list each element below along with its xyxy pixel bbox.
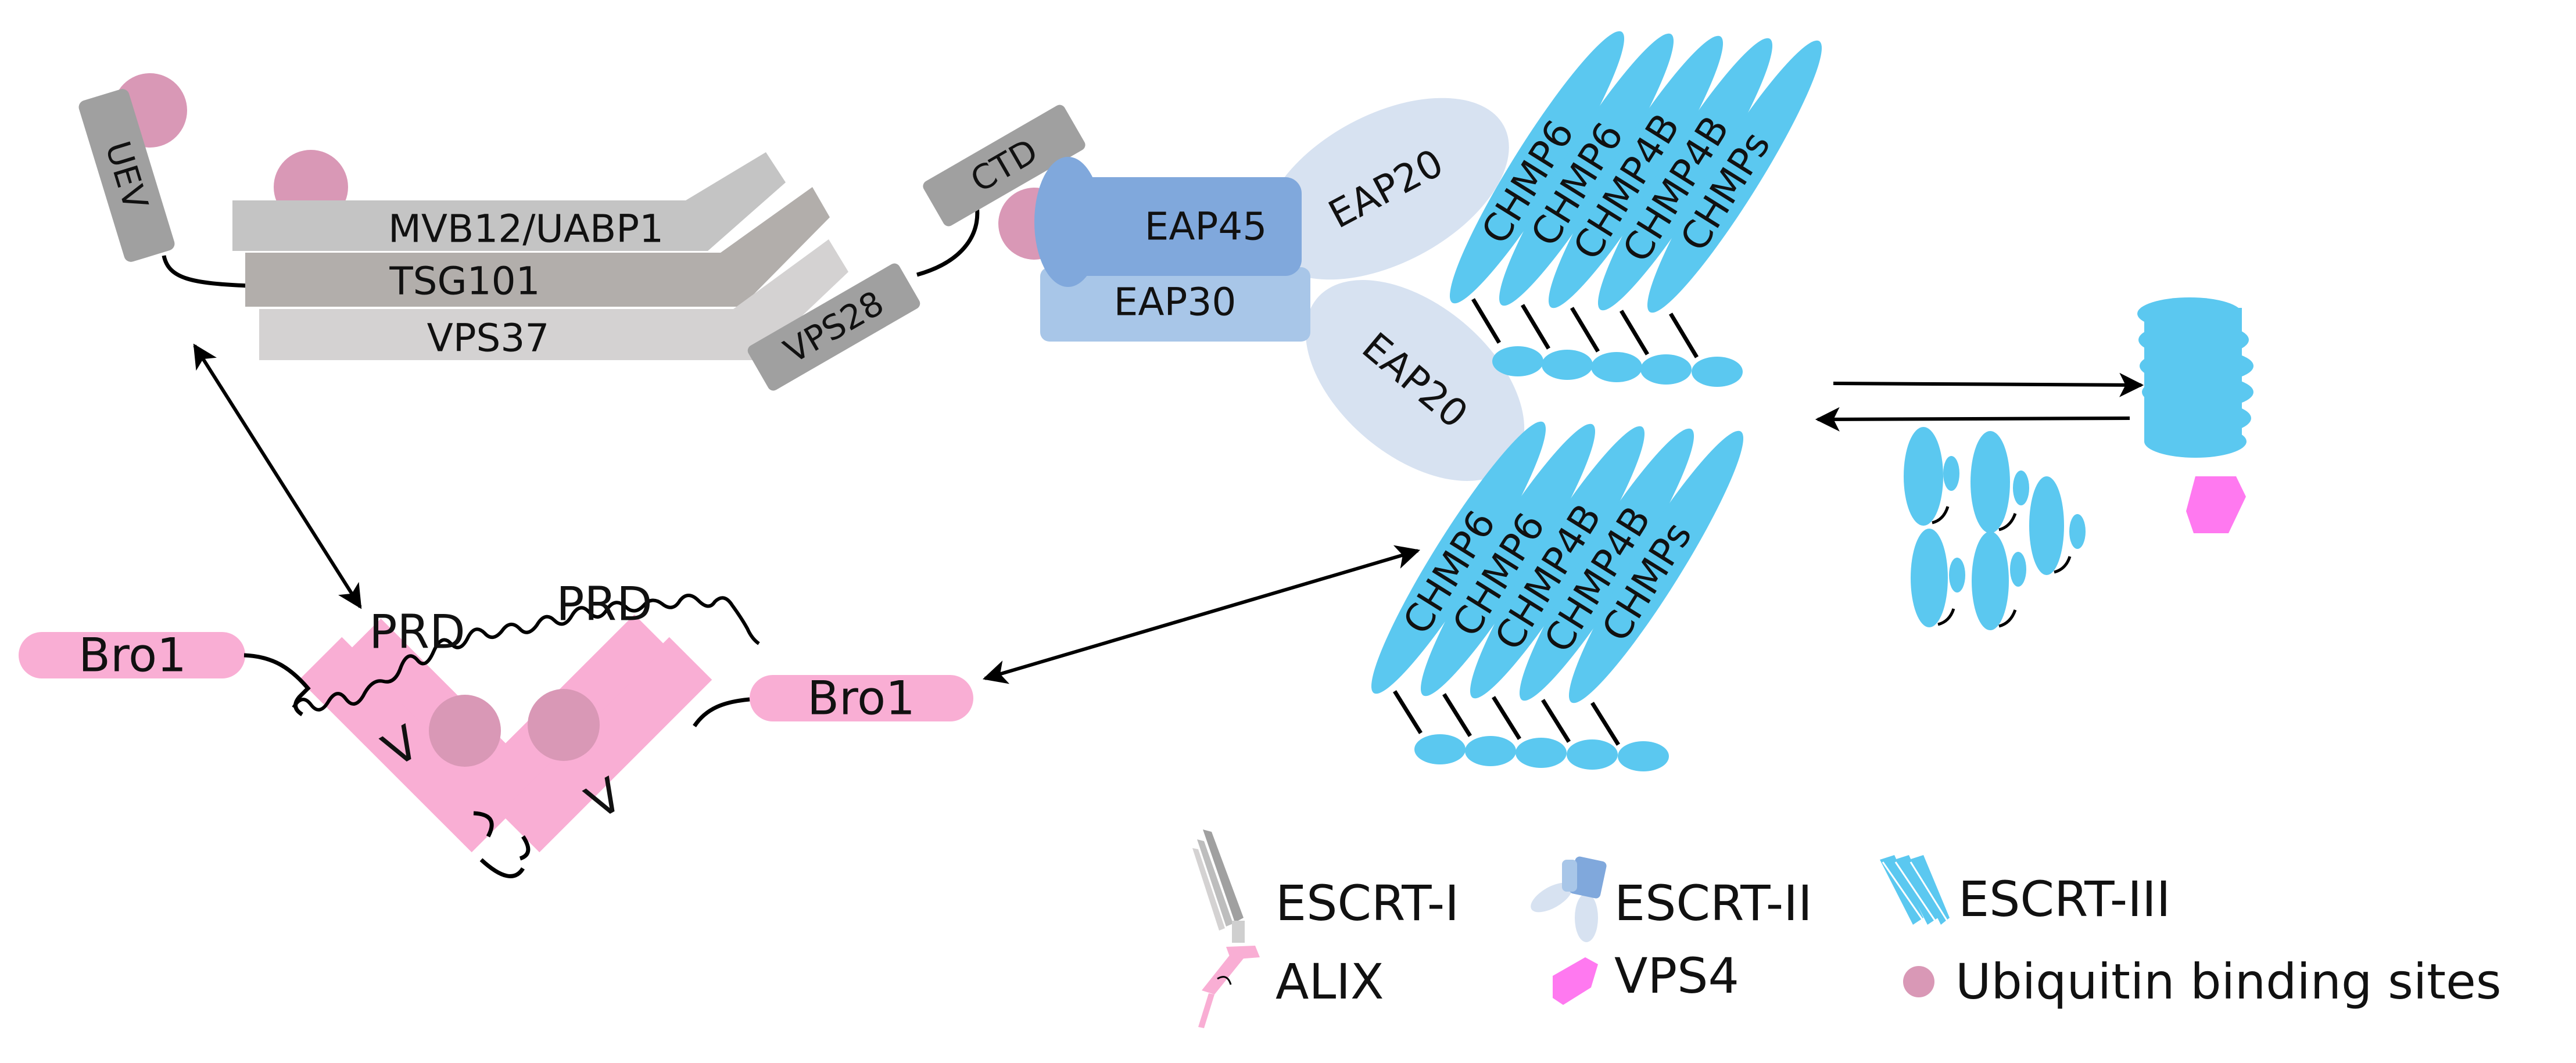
legend-alix-icon — [1198, 946, 1260, 1028]
vps28-linker — [916, 202, 980, 277]
legend-escrt2-icon — [1531, 856, 1607, 942]
eap30-block — [1040, 267, 1310, 342]
prd-linker — [292, 594, 760, 712]
eap45-lobe — [1034, 157, 1102, 287]
ubiquitin-site-alix-right — [528, 689, 600, 761]
mvb12-label: MVB12/UABP1 — [388, 207, 664, 252]
disassembly-arrow — [1815, 407, 2130, 432]
legend-vps4-label: VPS4 — [1614, 947, 1739, 1004]
bro1-right-domain — [750, 675, 973, 721]
legend: ESCRT-I ESCRT-II ESCRT-III ALIX VPS4 Ubi… — [1192, 829, 2502, 1028]
bro1-left-domain — [19, 632, 245, 678]
legend-escrt1-icon — [1192, 829, 1245, 943]
prd-left-label: PRD — [369, 605, 465, 659]
vps4-hexamer-stack — [2137, 297, 2253, 458]
tsg101-linker — [162, 255, 250, 288]
legend-ubiquitin-label: Ubiquitin binding sites — [1955, 953, 2502, 1010]
released-chmp-5 — [1972, 532, 2026, 630]
legend-escrt3-icon — [1880, 855, 1954, 930]
bro1-right-label: Bro1 — [807, 671, 915, 726]
tsg101-bar — [245, 187, 830, 307]
alix-linker-bottom — [473, 811, 531, 878]
tsg101-label: TSG101 — [389, 259, 540, 304]
uev-domain: UEV — [78, 89, 175, 262]
vps37-bar — [259, 239, 848, 360]
released-chmp-4 — [1911, 529, 1965, 627]
released-chmp-monomers — [1904, 427, 2086, 630]
alix-linker-left — [243, 653, 311, 717]
prd-right-label: PRD — [556, 577, 652, 631]
escrt3-top-filament: CHMP6 CHMP6 CHMP4B CHMP4B — [1449, 31, 1822, 387]
vps4-disassembly — [1815, 297, 2253, 630]
vps4-enzyme — [2186, 476, 2246, 533]
released-chmp-2 — [1970, 431, 2029, 533]
legend-escrt1-label: ESCRT-I — [1276, 875, 1459, 932]
uev-label: UEV — [98, 137, 156, 214]
bro1-left-label: Bro1 — [78, 629, 187, 683]
alix-dimer: Bro1 Bro1 V V PRD PRD — [19, 577, 973, 878]
escrt1-complex: UEV MVB12/UABP1 TSG101 VPS37 VPS28 CTD — [78, 73, 1085, 391]
legend-ubiquitin-icon — [1903, 966, 1934, 997]
ubiquitin-site-alix-left — [429, 695, 501, 767]
eap45-block — [1063, 177, 1302, 276]
eap30-label: EAP30 — [1114, 280, 1237, 325]
legend-alix-label: ALIX — [1276, 953, 1384, 1010]
eap20-bottom: EAP20 — [1305, 280, 1525, 481]
assembly-arrow — [1833, 372, 2144, 397]
released-chmp-1 — [1904, 427, 1959, 526]
legend-vps4-icon — [1553, 957, 1598, 1005]
arrow-escrt1-alix — [193, 343, 362, 609]
eap20-top: EAP20 — [1263, 98, 1509, 280]
vps37-label: VPS37 — [427, 316, 550, 361]
legend-escrt3-label: ESCRT-III — [1958, 871, 2171, 928]
eap45-label: EAP45 — [1145, 204, 1267, 249]
arrow-alix-escrt3 — [982, 545, 1421, 684]
legend-escrt2-label: ESCRT-II — [1614, 875, 1812, 932]
released-chmp-3 — [2029, 476, 2086, 575]
escrt2-complex: EAP20 EAP20 EAP30 EAP45 — [1034, 98, 1525, 481]
mvb12-bar — [232, 152, 786, 251]
alix-linker-right — [693, 697, 750, 727]
